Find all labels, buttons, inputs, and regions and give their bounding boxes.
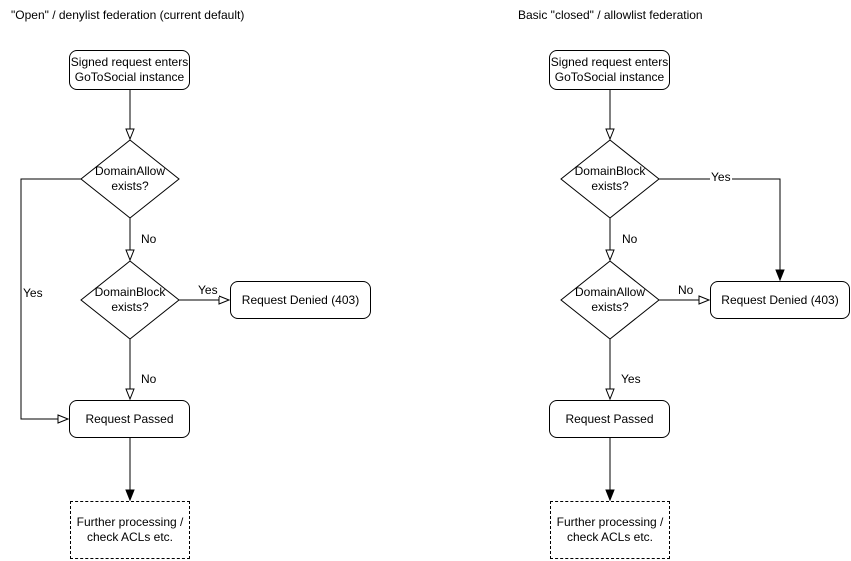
left-decision2-diamond [80,260,180,340]
right-decision2-no-label: No [677,283,695,297]
right-further-line1: Further processing / [556,515,664,529]
right-decision1-no-label: No [621,232,639,246]
left-denied-label: Request Denied (403) [241,292,360,307]
left-decision2-no-label: No [140,372,158,386]
left-start-node: Signed request enters GoToSocial instanc… [69,50,190,90]
right-decision2-diamond [560,260,660,340]
left-further-line1: Further processing / [76,515,184,529]
edge-left-decision1-yes-to-passed [20,178,81,424]
left-start-line1: Signed request enters [70,55,189,69]
left-decision2-label: DomainBlock exists? [80,285,180,315]
right-further-processing-node: Further processing / check ACLs etc. [550,501,670,559]
right-decision2-yes-label: Yes [620,372,642,386]
right-decision1-label: DomainBlock exists? [560,164,660,194]
left-decision2-line2: exists? [111,300,149,314]
left-further-line2: check ACLs etc. [86,530,174,544]
left-start-line2: GoToSocial instance [74,70,185,84]
left-decision2-yes-label: Yes [197,283,219,297]
left-decision1-yes-label: Yes [22,286,44,300]
right-decision1-line1: DomainBlock [574,164,646,178]
right-passed-label: Request Passed [565,411,654,426]
left-passed-label: Request Passed [85,411,174,426]
left-decision1-diamond [80,139,180,219]
right-denied-label: Request Denied (403) [721,292,839,307]
right-chart-title: Basic "closed" / allowlist federation [518,8,703,22]
left-decision1-no-label: No [140,232,158,246]
right-start-line2: GoToSocial instance [554,70,665,84]
edge-right-decision1-yes-to-denied [659,178,785,282]
right-decision2-line2: exists? [591,300,629,314]
left-flowchart-edges [20,90,231,502]
right-decision1-diamond [560,139,660,219]
right-denied-node: Request Denied (403) [710,281,850,319]
right-decision2-label: DomainAllow exists? [560,285,660,315]
right-decision1-yes-label: Yes [710,170,732,184]
left-decision1-line2: exists? [111,179,149,193]
right-start-node: Signed request enters GoToSocial instanc… [549,50,670,90]
left-decision1-label: DomainAllow exists? [80,164,180,194]
left-chart-title: "Open" / denylist federation (current de… [11,8,245,22]
left-denied-node: Request Denied (403) [230,281,371,319]
left-passed-node: Request Passed [69,400,190,438]
right-decision1-line2: exists? [591,179,629,193]
right-flowchart-edges [605,90,785,502]
left-further-processing-node: Further processing / check ACLs etc. [70,501,190,559]
right-passed-node: Request Passed [549,400,670,438]
right-further-line2: check ACLs etc. [566,530,654,544]
left-decision2-line1: DomainBlock [94,285,166,299]
left-decision1-line1: DomainAllow [94,164,166,178]
right-start-line1: Signed request enters [550,55,669,69]
right-decision2-line1: DomainAllow [574,285,646,299]
